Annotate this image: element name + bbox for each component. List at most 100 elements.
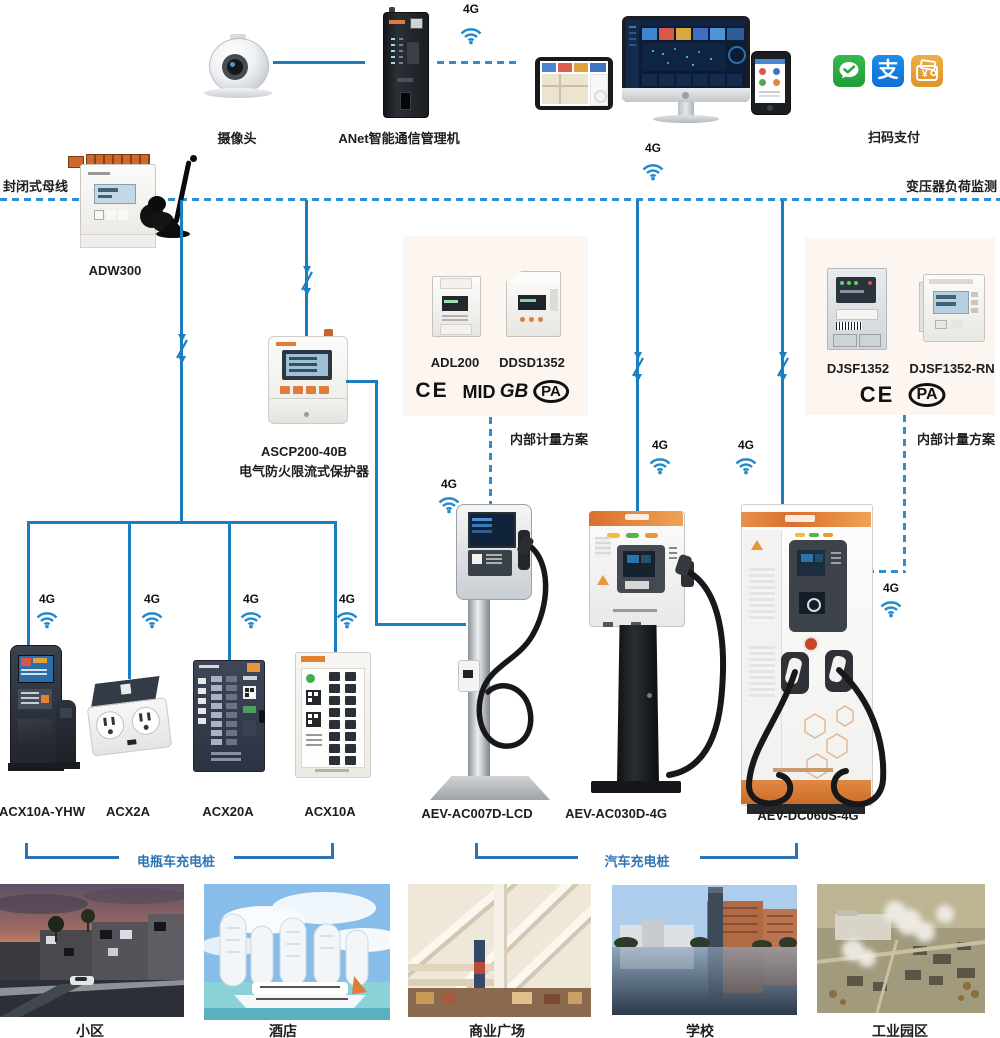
wechat-pay-icon bbox=[833, 55, 865, 87]
scene-photo-community bbox=[0, 884, 184, 1017]
scene-photo-mall bbox=[408, 884, 591, 1017]
scan-pay-label: 扫码支付 bbox=[867, 130, 921, 145]
cert-gb: GB bbox=[499, 381, 529, 402]
breaker-icon bbox=[630, 348, 646, 388]
cert-mid: MID bbox=[462, 382, 496, 402]
cert-ce: CE bbox=[415, 379, 449, 402]
metering-mid-note: 内部计量方案 bbox=[510, 432, 589, 447]
cert-ce: CE bbox=[859, 382, 895, 407]
ascp-name-label: 电气防火限流式保护器 bbox=[238, 464, 370, 479]
charging-cable bbox=[746, 667, 887, 808]
wifi-icon bbox=[733, 454, 759, 476]
wifi-icon bbox=[647, 454, 673, 476]
acx20a-label: ACX20A bbox=[202, 804, 254, 819]
charging-cable bbox=[476, 535, 549, 749]
acx2a-label: ACX2A bbox=[105, 804, 151, 819]
cert-pa: PA bbox=[533, 380, 569, 403]
breaker-icon bbox=[174, 330, 190, 370]
alipay-char: 支 bbox=[877, 59, 899, 82]
breaker-icon bbox=[775, 348, 791, 388]
ddsd1352-label: DDSD1352 bbox=[499, 355, 565, 370]
busbar-right-label: 变压器负荷监测 bbox=[905, 179, 997, 194]
g4-label: 4G bbox=[338, 592, 356, 606]
ac007d-label: AEV-AC007D-LCD bbox=[421, 806, 533, 821]
ac007d-charger bbox=[424, 502, 559, 807]
djsf1352-device bbox=[827, 268, 887, 350]
ddsd1352-device bbox=[506, 271, 561, 337]
charging-cable bbox=[666, 554, 727, 778]
acx2a-device bbox=[81, 669, 174, 761]
wifi-icon bbox=[238, 608, 264, 630]
anet-gateway-device bbox=[383, 7, 429, 118]
scene-label-school: 学校 bbox=[686, 1023, 714, 1038]
djsf1352-label: DJSF1352 bbox=[826, 361, 890, 376]
alipay-icon: 支 bbox=[872, 55, 904, 87]
anet-label: ANet智能通信管理机 bbox=[338, 131, 460, 146]
acx-drop-4 bbox=[334, 521, 337, 657]
adl200-device bbox=[432, 276, 481, 337]
svg-text:¥: ¥ bbox=[922, 69, 928, 80]
g4-label: 4G bbox=[882, 581, 900, 595]
hex-pattern bbox=[804, 705, 854, 779]
cert-pa: PA bbox=[908, 383, 946, 407]
camera-device bbox=[202, 34, 274, 100]
dc060s-charger bbox=[733, 496, 918, 831]
g4-label: 4G bbox=[143, 592, 161, 606]
ascp-branch-v bbox=[375, 380, 378, 626]
acx10a-label: ACX10A bbox=[304, 804, 356, 819]
ascp-branch-h1 bbox=[346, 380, 378, 383]
dc060s-label: AEV-DC060S-4G bbox=[757, 808, 859, 823]
djsf1352rn-label: DJSF1352-RN bbox=[909, 361, 995, 376]
scene-photo-school bbox=[612, 885, 797, 1015]
ac030d-charger bbox=[573, 503, 728, 815]
metering-right-note: 内部计量方案 bbox=[917, 432, 996, 447]
acx-drop-1 bbox=[27, 521, 30, 649]
scene-label-industrial: 工业园区 bbox=[872, 1023, 928, 1038]
acx-drop-2 bbox=[128, 521, 131, 679]
adw300-device bbox=[52, 146, 197, 266]
wifi-icon bbox=[34, 608, 60, 630]
acx20a-device bbox=[193, 660, 265, 772]
acx10a-yhw-label: ACX10A-YHW bbox=[0, 804, 85, 819]
monitor-device bbox=[622, 16, 750, 123]
scene-label-hotel: 酒店 bbox=[269, 1023, 297, 1038]
djsf1352rn-device bbox=[919, 274, 985, 342]
tablet-device bbox=[535, 57, 613, 110]
metering-mid-link bbox=[489, 417, 492, 509]
wifi-icon bbox=[334, 608, 360, 630]
adw300-label: ADW300 bbox=[88, 263, 142, 278]
acx-header-line bbox=[27, 521, 337, 524]
busbar-line bbox=[0, 198, 1000, 201]
phone-device bbox=[751, 51, 791, 115]
g4-label: 4G bbox=[242, 592, 260, 606]
acx10a-device bbox=[295, 652, 371, 778]
camera-anet-link bbox=[273, 61, 365, 64]
acx10a-yhw-device bbox=[8, 645, 80, 775]
g4-label: 4G bbox=[651, 438, 669, 452]
scene-photo-hotel bbox=[204, 884, 390, 1020]
unionpay-wallet-icon: ¥ bbox=[911, 55, 943, 87]
g4-label: 4G bbox=[38, 592, 56, 606]
breaker-icon bbox=[299, 262, 315, 302]
metering-right-link-v bbox=[903, 415, 906, 573]
wifi-icon bbox=[458, 24, 484, 46]
camera-label: 摄像头 bbox=[217, 131, 257, 146]
g4-label: 4G bbox=[440, 477, 458, 491]
g4-label: 4G bbox=[462, 2, 480, 16]
bike-group-label: 电瓶车充电桩 bbox=[136, 854, 216, 869]
acx-drop-3 bbox=[228, 521, 231, 663]
anet-4g-link bbox=[437, 61, 517, 64]
ascp-branch-h2 bbox=[375, 623, 466, 626]
wifi-icon bbox=[139, 608, 165, 630]
scene-label-community: 小区 bbox=[76, 1023, 104, 1038]
ascp-model-label: ASCP200-40B bbox=[261, 444, 347, 459]
scene-photo-industrial bbox=[817, 884, 985, 1013]
scene-label-mall: 商业广场 bbox=[469, 1023, 525, 1038]
adl200-label: ADL200 bbox=[430, 355, 480, 370]
g4-label: 4G bbox=[644, 141, 662, 155]
g4-label: 4G bbox=[737, 438, 755, 452]
ac030d-label: AEV-AC030D-4G bbox=[565, 806, 667, 821]
ascp-device bbox=[268, 329, 348, 424]
car-group-label: 汽车充电桩 bbox=[604, 854, 670, 869]
